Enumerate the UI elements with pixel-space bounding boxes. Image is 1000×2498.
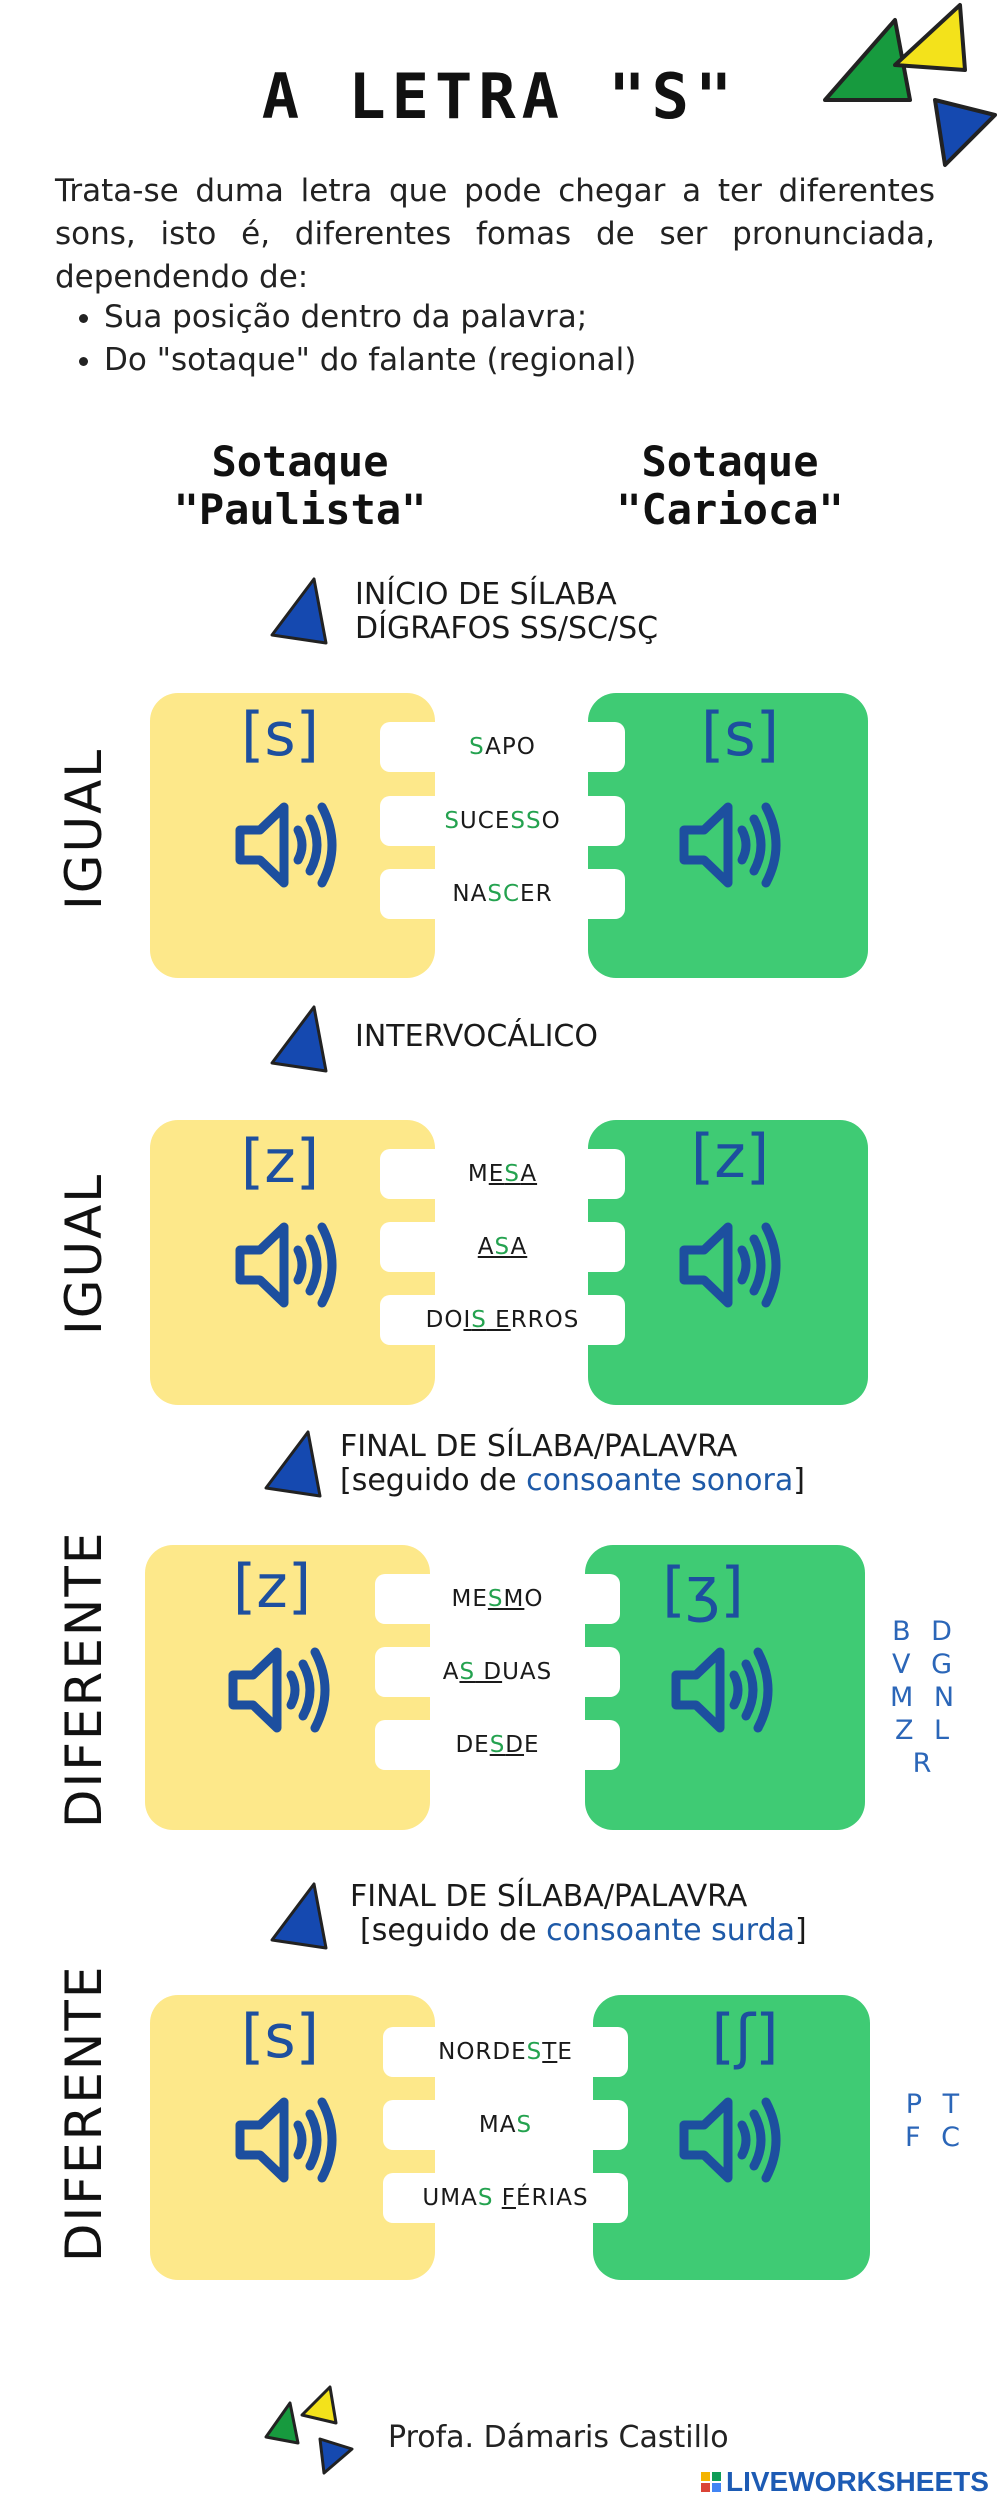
letter-s: S	[469, 734, 486, 760]
speaker-icon[interactable]	[232, 795, 347, 895]
letter-s: S	[487, 1586, 504, 1612]
consonant-row: M N	[890, 1682, 961, 1713]
word-card[interactable]: MESMO	[375, 1574, 620, 1624]
word-card[interactable]: NASCER	[380, 869, 625, 919]
word-card[interactable]: MESA	[380, 1149, 625, 1199]
letter-s: S	[526, 2039, 543, 2065]
phoneme-paulista: [s]	[240, 700, 320, 770]
letter-s: S	[504, 1161, 521, 1187]
triangles-decoration-icon	[264, 2385, 354, 2475]
section-label: FINAL DE SÍLABA/PALAVRA [seguido de cons…	[340, 1430, 805, 1498]
consonant-row: Z L	[894, 1715, 956, 1746]
speaker-icon[interactable]	[668, 1640, 783, 1740]
speaker-icon[interactable]	[232, 2090, 347, 2190]
author-credit: Profa. Dámaris Castillo	[388, 2420, 729, 2455]
word-card[interactable]: SAPO	[380, 722, 625, 772]
label-line: DÍGRAFOS SS/SC/SÇ	[355, 611, 659, 646]
brand-logo[interactable]: LIVEWORKSHEETS	[700, 2466, 989, 2498]
speaker-icon[interactable]	[676, 2090, 791, 2190]
carioca-box	[585, 1545, 865, 1830]
consonant-list: P T F C	[905, 2088, 966, 2154]
consonant-list: B D V G M N Z L R	[890, 1615, 960, 1780]
label-sub: [seguido de consoante surda]	[350, 1914, 807, 1948]
consonant-row: B D	[892, 1616, 958, 1647]
word-card[interactable]: MAS	[383, 2100, 628, 2150]
label-sub-close: ]	[795, 1913, 807, 1948]
label-sub-close: ]	[793, 1463, 805, 1498]
label-sub: [seguido de consoante sonora]	[340, 1464, 805, 1498]
label-sub-open: [seguido de	[360, 1913, 547, 1948]
intro-text: Trata-se duma letra que pode chegar a te…	[55, 173, 935, 295]
consonant-row: R	[912, 1748, 938, 1779]
word-card[interactable]: SUCESSO	[380, 796, 625, 846]
phoneme-paulista: [s]	[240, 2002, 320, 2072]
phoneme-carioca: [s]	[700, 700, 780, 770]
letter-s: SS	[510, 808, 542, 834]
bullet-item: Sua posição dentro da palavra;	[104, 296, 964, 339]
bullet-item: Do "sotaque" do falante (regional)	[104, 339, 964, 382]
letter-s: S	[471, 1307, 487, 1333]
speaker-icon[interactable]	[676, 1215, 791, 1315]
word-card[interactable]: ASA	[380, 1222, 625, 1272]
word-card[interactable]: DESDE	[375, 1720, 620, 1770]
label-line: INÍCIO DE SÍLABA	[355, 577, 617, 612]
phoneme-carioca: [z]	[690, 1122, 770, 1192]
letter-s: S	[459, 1659, 476, 1685]
column-heading-carioca: Sotaque "Carioca"	[580, 438, 880, 534]
letter-s: S	[477, 2185, 494, 2211]
brand-name: LIVEWORKSHEETS	[726, 2466, 989, 2497]
column-heading-paulista: Sotaque "Paulista"	[150, 438, 450, 534]
letter-s: S	[516, 2112, 533, 2138]
speaker-icon[interactable]	[225, 1640, 340, 1740]
speaker-icon[interactable]	[676, 795, 791, 895]
letter-s: SC	[487, 881, 521, 907]
heading-line: "Carioca"	[616, 485, 844, 534]
consonant-row: V G	[892, 1649, 959, 1680]
letter-s: S	[494, 1234, 511, 1260]
heading-line: "Paulista"	[173, 485, 427, 534]
triangles-decoration-icon	[823, 3, 997, 167]
section-label: INÍCIO DE SÍLABA DÍGRAFOS SS/SC/SÇ	[355, 578, 658, 646]
consonant-row: F C	[905, 2122, 966, 2153]
triangle-icon	[264, 1430, 322, 1498]
label-sub-open: [seguido de	[340, 1463, 527, 1498]
label-line: FINAL DE SÍLABA/PALAVRA	[340, 1429, 738, 1464]
speaker-icon[interactable]	[232, 1215, 347, 1315]
word-card[interactable]: AS DUAS	[375, 1647, 620, 1697]
phoneme-carioca: [ʒ]	[662, 1555, 744, 1625]
letter-s: S	[489, 1732, 506, 1758]
side-label: IGUAL	[55, 747, 113, 910]
page-title: A LETRA "S"	[261, 60, 739, 133]
triangle-icon	[270, 1882, 328, 1950]
triangle-icon	[270, 1005, 328, 1073]
liveworksheets-logo-icon	[701, 2472, 721, 2492]
label-sub-highlight: consoante sonora	[526, 1463, 794, 1498]
word-card[interactable]: UMAS FÉRIAS	[383, 2173, 628, 2223]
intro-bullets: Sua posição dentro da palavra; Do "sotaq…	[68, 296, 964, 382]
side-label: DIFERENTE	[55, 1530, 113, 1828]
section-label: FINAL DE SÍLABA/PALAVRA [seguido de cons…	[350, 1880, 807, 1948]
word-card[interactable]: DOIS ERROS	[380, 1295, 625, 1345]
heading-line: Sotaque	[211, 437, 389, 486]
phoneme-carioca: [ʃ]	[711, 2002, 779, 2072]
phoneme-paulista: [z]	[240, 1127, 320, 1197]
word-card[interactable]: NORDESTE	[383, 2027, 628, 2077]
side-label: IGUAL	[55, 1172, 113, 1335]
section-label: INTERVOCÁLICO	[355, 1019, 598, 1054]
triangle-icon	[270, 577, 328, 645]
heading-line: Sotaque	[641, 437, 819, 486]
consonant-row: P T	[905, 2089, 966, 2120]
side-label: DIFERENTE	[55, 1964, 113, 2262]
label-line: FINAL DE SÍLABA/PALAVRA	[350, 1879, 748, 1914]
phoneme-paulista: [z]	[232, 1552, 312, 1622]
label-sub-highlight: consoante surda	[546, 1913, 796, 1948]
letter-s: S	[444, 808, 460, 834]
